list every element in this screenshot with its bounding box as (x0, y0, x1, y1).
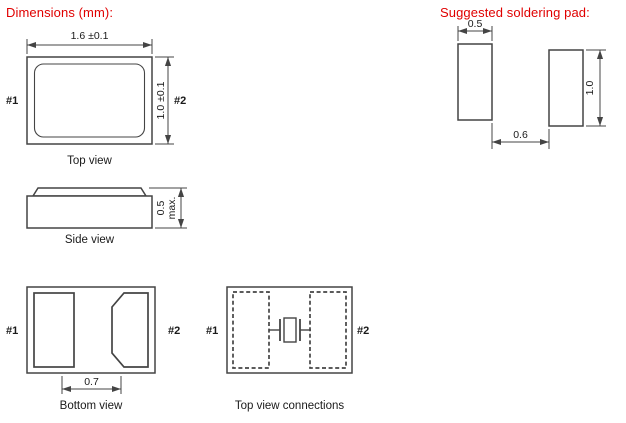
top-view-width-dimension-label: 1.6 ±0.1 (71, 30, 109, 42)
soldering-pad-layout: 0.5 1.0 0.6 (457, 18, 606, 149)
top-view-pad2-label: #2 (174, 95, 186, 107)
connections-view-caption: Top view connections (235, 400, 345, 412)
bottom-view-pitch-dimension-label: 0.7 (84, 376, 99, 388)
pad-gap-dimension-label: 0.6 (513, 129, 528, 141)
pad-height-dimension: 1.0 (584, 49, 606, 127)
soldering-pad-right (548, 49, 584, 127)
top-view-caption: Top view (67, 155, 112, 167)
connections-pad1 (232, 291, 270, 369)
top-view-height-dimension-label: 1.0 ±0.1 (155, 81, 167, 119)
soldering-pad-heading: Suggested soldering pad: (440, 5, 590, 20)
crystal-symbol (269, 317, 311, 343)
bottom-view-pitch-dimension: 0.7 (61, 376, 122, 394)
bottom-view-caption: Bottom view (60, 400, 123, 412)
side-view-lid (31, 187, 148, 197)
connections-pad2 (309, 291, 347, 369)
side-view-height-dimension-label: 0.5 (155, 201, 167, 216)
top-view-pad1-label: #1 (6, 95, 18, 107)
side-view-height-dimension: 0.5 max. (149, 187, 187, 229)
side-view: 0.5 max. Side view (26, 187, 187, 246)
top-view-lid-outline (33, 63, 146, 138)
crystal-body (283, 317, 297, 343)
connections-view: #1 #2 Top view connections (206, 286, 369, 412)
pad-gap-dimension: 0.6 (491, 123, 550, 149)
top-view-height-dimension: 1.0 ±0.1 (155, 56, 174, 145)
bottom-view: 0.7 #1 #2 Bottom view (6, 286, 180, 412)
side-view-height-dimension-qualifier: max. (166, 197, 178, 220)
bottom-view-pad1 (33, 292, 75, 368)
dimensions-heading: Dimensions (mm): (6, 5, 114, 20)
top-view-width-dimension: 1.6 ±0.1 (26, 30, 153, 54)
top-view: 1.6 ±0.1 1.0 ±0.1 #1 #2 Top view (6, 30, 186, 167)
bottom-view-pad1-label: #1 (6, 325, 18, 337)
pad-height-dimension-label: 1.0 (584, 81, 596, 96)
connections-pad2-label: #2 (357, 325, 369, 337)
side-view-body (26, 195, 153, 229)
connections-pad1-label: #1 (206, 325, 218, 337)
pad-width-dimension-label: 0.5 (468, 18, 483, 30)
bottom-view-pad2-label: #2 (168, 325, 180, 337)
bottom-view-pad2 (111, 292, 149, 368)
side-view-caption: Side view (65, 234, 115, 246)
soldering-pad-left (457, 43, 493, 121)
pad-width-dimension: 0.5 (457, 18, 493, 41)
